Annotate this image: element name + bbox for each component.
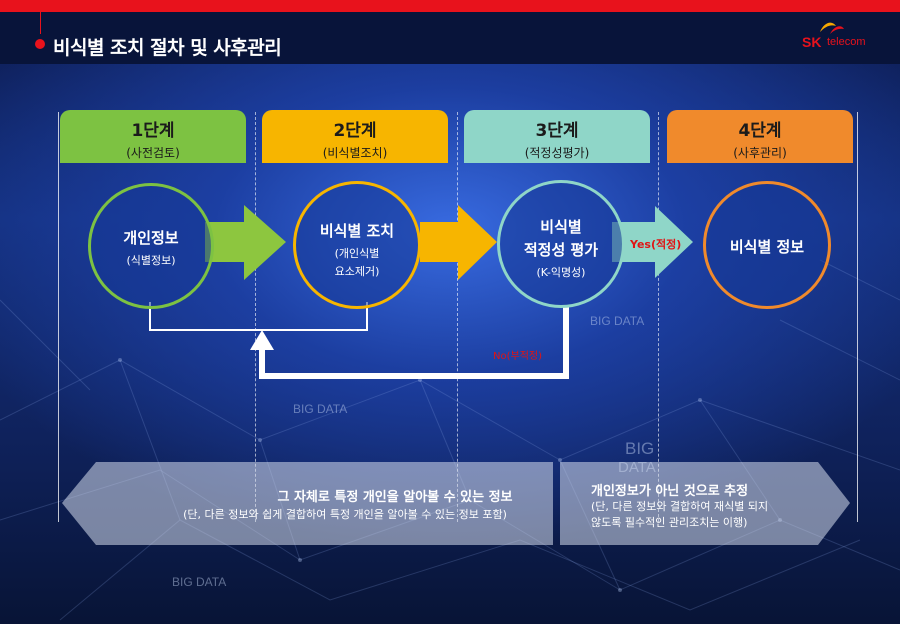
divider-3 xyxy=(658,112,659,522)
stage-2-sub: (비식별조치) xyxy=(322,146,388,160)
bottom-left-sub: (단, 다른 정보와 쉽게 결합하여 특정 개인을 알아볼 수 있는 정보 포함… xyxy=(183,508,507,521)
stage-3-header: 3단계 (적정성평가) xyxy=(464,110,650,163)
bg-text-bigdata-1: BIG DATA xyxy=(590,314,644,328)
arrow-step1-to-2-icon xyxy=(205,205,286,280)
feedback-line xyxy=(259,305,569,379)
title-bar xyxy=(0,12,900,64)
stage-1-sub: (사전검토) xyxy=(126,146,180,160)
bottom-left-title: 그 자체로 특정 개인을 알아볼 수 있는 정보 xyxy=(277,490,513,505)
bottom-left-arrow-shape xyxy=(62,462,553,545)
stage-1-header: 1단계 (사전검토) xyxy=(60,110,246,163)
bg-text-big: BIG xyxy=(625,439,654,458)
divider-2 xyxy=(457,112,458,522)
butterfly-logo-icon xyxy=(820,22,844,34)
no-label: No(부적정) xyxy=(493,351,543,362)
circle-3-title1: 비식별 xyxy=(540,218,582,236)
circle-personal-info: 개인정보 (식별정보) xyxy=(88,183,214,309)
stage-3-sub: (적정성평가) xyxy=(524,146,590,160)
circle-adequacy-eval: 비식별 적정성 평가 (K-익명성) xyxy=(497,180,625,308)
arrow-yes-icon xyxy=(612,206,693,278)
stage-3-name: 3단계 xyxy=(535,121,579,141)
circle-1-title: 개인정보 xyxy=(123,229,179,247)
title-accent-line xyxy=(40,12,41,34)
logo-sk-text: SK xyxy=(802,34,822,50)
circle-2-sub1: (개인식별 xyxy=(334,247,380,260)
circle-4-title: 비식별 정보 xyxy=(729,238,805,256)
circle-1-sub: (식별정보) xyxy=(126,254,176,267)
circle-3-title2: 적정성 평가 xyxy=(523,241,599,259)
bracket-line xyxy=(149,302,368,331)
divider-1 xyxy=(255,112,256,522)
bottom-right-arrow-shape xyxy=(560,462,850,545)
circle-deidentified-info: 비식별 정보 xyxy=(703,181,831,309)
yes-label: Yes(적정) xyxy=(630,238,682,251)
bg-text-bigdata-2: BIG DATA xyxy=(293,402,347,416)
divider-right xyxy=(857,112,858,522)
logo-telecom-text: telecom xyxy=(827,36,866,48)
stage-4-header: 4단계 (사후관리) xyxy=(667,110,853,163)
bottom-right-sub-line1: (단, 다른 정보와 결합하여 재식별 되지 xyxy=(591,500,769,513)
circle-3-sub: (K-익명성) xyxy=(536,266,586,279)
title-bullet-icon xyxy=(35,39,45,49)
top-accent-bar xyxy=(0,0,900,12)
circle-2-sub2: 요소제거) xyxy=(334,265,380,278)
bottom-right-sub-line2: 않도록 필수적인 관리조치는 이행) xyxy=(591,516,748,529)
sk-telecom-logo: SK telecom xyxy=(802,20,894,52)
bg-text-bigdata-3: BIG DATA xyxy=(172,575,226,589)
stage-4-name: 4단계 xyxy=(738,121,782,141)
stage-1-name: 1단계 xyxy=(131,121,175,141)
page-title: 비식별 조치 절차 및 사후관리 xyxy=(53,37,282,59)
stage-2-name: 2단계 xyxy=(333,121,377,141)
stage-4-sub: (사후관리) xyxy=(733,146,787,160)
feedback-arrowhead-icon xyxy=(250,330,274,350)
arrow-step2-to-3-icon xyxy=(420,205,497,280)
stage-2-header: 2단계 (비식별조치) xyxy=(262,110,448,163)
circle-deidentify: 비식별 조치 (개인식별 요소제거) xyxy=(293,181,421,309)
circle-2-title: 비식별 조치 xyxy=(319,222,395,240)
bottom-right-title: 개인정보가 아닌 것으로 추정 xyxy=(591,484,749,499)
divider-left xyxy=(58,112,59,522)
